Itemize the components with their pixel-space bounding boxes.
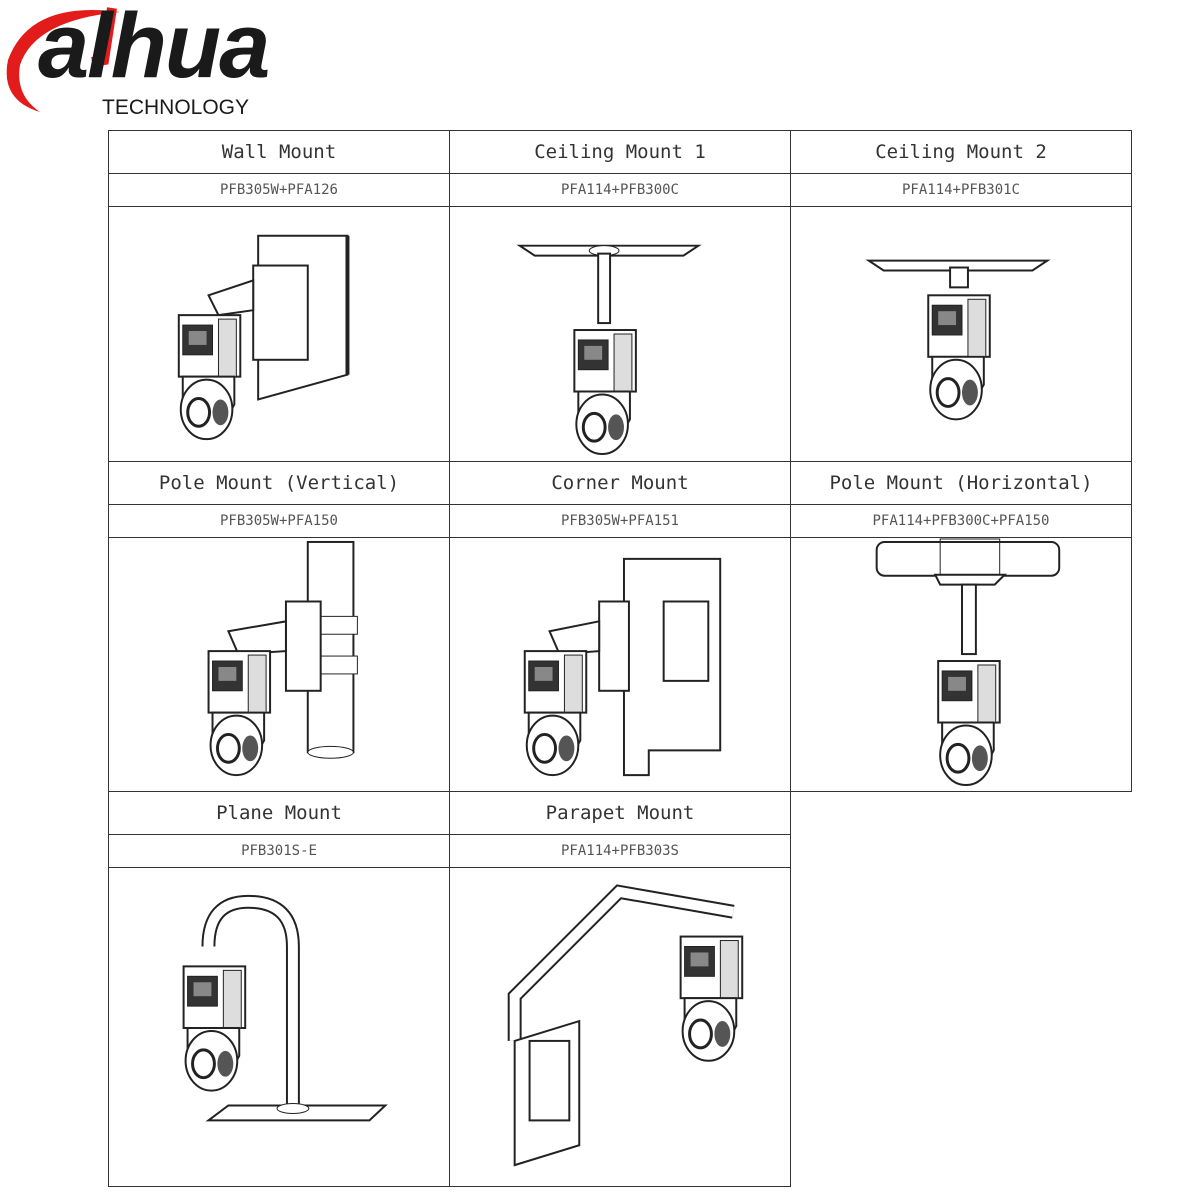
ceiling-mount-short-icon [791, 206, 1131, 461]
logo-subtitle: TECHNOLOGY [102, 96, 250, 119]
mount-code: PFA114+PFB300C+PFA150 [791, 504, 1131, 538]
mount-code: PFA114+PFB303S [450, 834, 790, 868]
plane-mount-icon [109, 867, 449, 1186]
pole-mount-vertical-icon [109, 537, 449, 791]
logo-wordmark: alhua [38, 0, 270, 97]
mount-title: Corner Mount [450, 462, 790, 505]
mount-code: PFB301S-E [109, 834, 449, 868]
mount-cell-ceiling-2: Ceiling Mount 2 PFA114+PFB301C [790, 130, 1132, 462]
mount-cell-pole-vertical: Pole Mount (Vertical) PFB305W+PFA150 [108, 461, 450, 792]
mount-title: Ceiling Mount 1 [450, 131, 790, 174]
mount-code: PFB305W+PFA150 [109, 504, 449, 538]
pole-mount-horizontal-icon [791, 537, 1131, 791]
mount-cell-pole-horizontal: Pole Mount (Horizontal) PFA114+PFB300C+P… [790, 461, 1132, 792]
wall-mount-icon [109, 206, 449, 461]
mount-cell-wall: Wall Mount PFB305W+PFA126 [108, 130, 450, 462]
mount-cell-ceiling-1: Ceiling Mount 1 PFA114+PFB300C [449, 130, 791, 462]
mount-title: Wall Mount [109, 131, 449, 174]
mount-title: Parapet Mount [450, 792, 790, 835]
corner-mount-icon [450, 537, 790, 791]
mount-cell-corner: Corner Mount PFB305W+PFA151 [449, 461, 791, 792]
mount-title: Plane Mount [109, 792, 449, 835]
mount-cell-parapet: Parapet Mount PFA114+PFB303S [449, 791, 791, 1187]
mount-cell-plane: Plane Mount PFB301S-E [108, 791, 450, 1187]
ceiling-mount-icon [450, 206, 790, 461]
mount-code: PFA114+PFB301C [791, 173, 1131, 207]
logo-swoosh-icon [6, 7, 121, 112]
mount-title: Ceiling Mount 2 [791, 131, 1131, 174]
mount-code: PFB305W+PFA126 [109, 173, 449, 207]
mount-code: PFB305W+PFA151 [450, 504, 790, 538]
mount-code: PFA114+PFB300C [450, 173, 790, 207]
mount-title: Pole Mount (Horizontal) [791, 462, 1131, 505]
mount-title: Pole Mount (Vertical) [109, 462, 449, 505]
brand-logo: alhua TECHNOLOGY [0, 0, 380, 125]
parapet-mount-icon [450, 867, 790, 1186]
